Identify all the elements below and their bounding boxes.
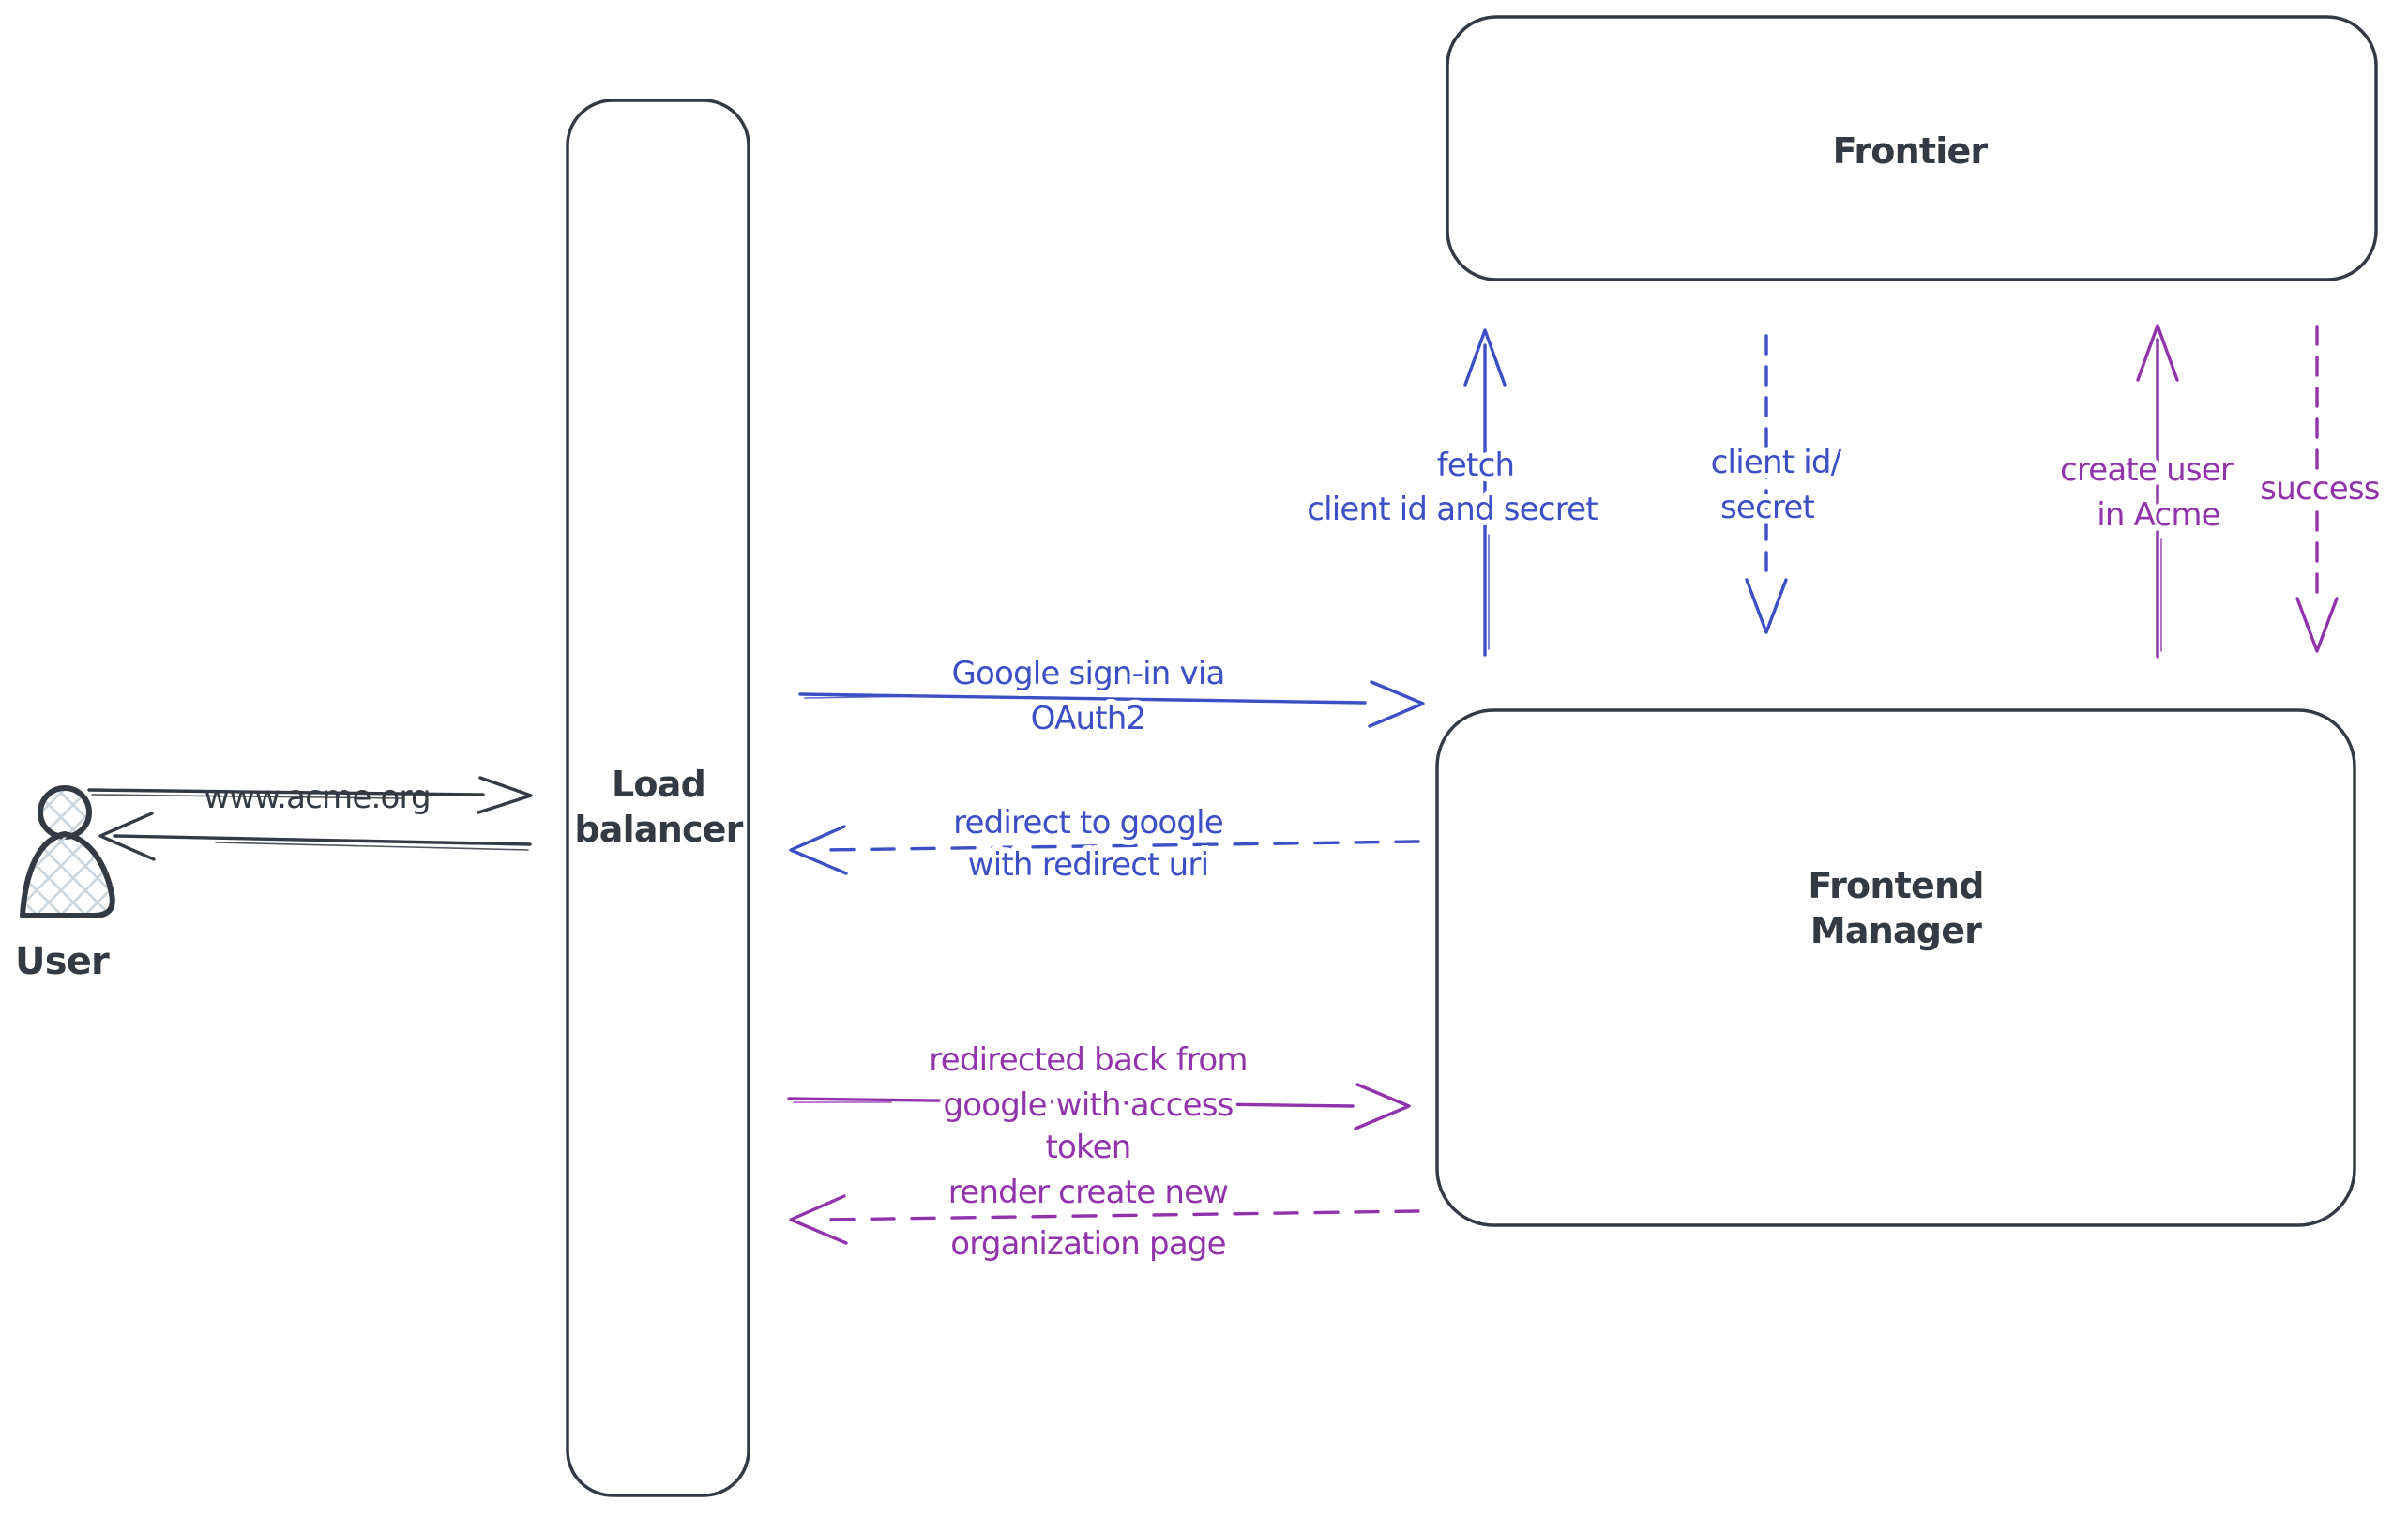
load-balancer-box — [566, 99, 750, 1497]
client-id-label-line2: secret — [1720, 489, 1814, 526]
edge-redirect-to-google: redirect to google with redirect uri — [789, 798, 1420, 889]
arrowhead-right-icon — [477, 776, 533, 814]
arrowhead-right-icon — [1354, 1083, 1411, 1130]
www-acme-line — [87, 788, 485, 796]
user-head — [38, 785, 92, 840]
redirected-back-label-line1: redirected back from — [929, 1041, 1247, 1079]
lb-return-line — [113, 834, 532, 846]
arrowhead-right-icon — [1368, 680, 1425, 728]
google-signin-label-line2: OAuth2 — [1031, 700, 1146, 737]
edge-create-user: create user in Acme — [2054, 324, 2240, 659]
www-acme-line-sketch — [91, 794, 404, 799]
google-signin-line — [798, 692, 1367, 705]
frontier-label: Frontier — [1833, 130, 1989, 172]
frontend-manager-label-line2: Manager — [1810, 910, 1982, 951]
www-acme-label: www.acme.org — [204, 779, 431, 816]
edge-fetch-client-secret: fetch client id and secret — [1301, 328, 1604, 657]
edge-www-acme: www.acme.org — [87, 776, 533, 816]
render-label-line2: organization page — [950, 1225, 1226, 1263]
frontend-manager-node: Frontend Manager — [1435, 708, 2356, 1227]
frontier-box — [1446, 15, 2378, 281]
frontend-manager-box — [1435, 708, 2356, 1227]
google-signin-label-line1: Google sign-in via — [951, 655, 1224, 692]
arrowhead-left-icon — [789, 825, 848, 875]
load-balancer-label-line2: balancer — [574, 809, 743, 850]
load-balancer-node: Load balancer — [566, 99, 750, 1497]
redirect-label-line2: with redirect uri — [968, 846, 1208, 884]
arrowhead-down-icon — [1745, 578, 1788, 634]
redirected-back-line — [787, 1097, 1355, 1108]
user-icon — [20, 785, 115, 918]
redirected-back-label-line3: token — [1045, 1129, 1130, 1166]
create-user-label-line2: in Acme — [2097, 496, 2220, 534]
google-signin-line-sketch — [804, 695, 925, 699]
render-label-line1: render create new — [948, 1174, 1228, 1211]
frontend-manager-label-line1: Frontend — [1808, 865, 1983, 906]
edge-client-id-secret: client id/ secret — [1705, 334, 1848, 634]
user-node: User — [15, 785, 115, 983]
frontier-node: Frontier — [1446, 15, 2378, 281]
create-user-label-line1: create user — [2060, 451, 2234, 489]
edge-google-signin: Google sign-in via OAuth2 — [798, 649, 1425, 743]
edge-lb-return — [98, 812, 532, 861]
fetch-label-line1: fetch — [1437, 447, 1514, 484]
edge-success: success — [2254, 325, 2386, 653]
arrowhead-left-icon — [789, 1194, 848, 1245]
lb-return-line-sketch — [215, 842, 529, 851]
user-body — [20, 831, 115, 918]
redirect-label-line1: redirect to google — [953, 804, 1223, 842]
arrowhead-up-icon — [1463, 328, 1507, 387]
success-label: success — [2260, 470, 2379, 508]
edge-redirected-back: redirected back from google with access … — [787, 1036, 1411, 1172]
arrowhead-down-icon — [2295, 597, 2339, 653]
redirect-line — [822, 840, 1420, 852]
arrowhead-left-icon — [98, 812, 156, 861]
render-line — [822, 1209, 1420, 1221]
load-balancer-label-line1: Load — [612, 764, 705, 805]
edge-render-org-page: render create new organization page — [789, 1168, 1420, 1268]
user-label: User — [15, 940, 110, 983]
client-id-label-line1: client id/ — [1711, 444, 1842, 481]
fetch-label-line2: client id and secret — [1307, 491, 1598, 528]
redirected-back-label-line2: google with access — [943, 1086, 1233, 1124]
arrowhead-up-icon — [2136, 324, 2179, 382]
